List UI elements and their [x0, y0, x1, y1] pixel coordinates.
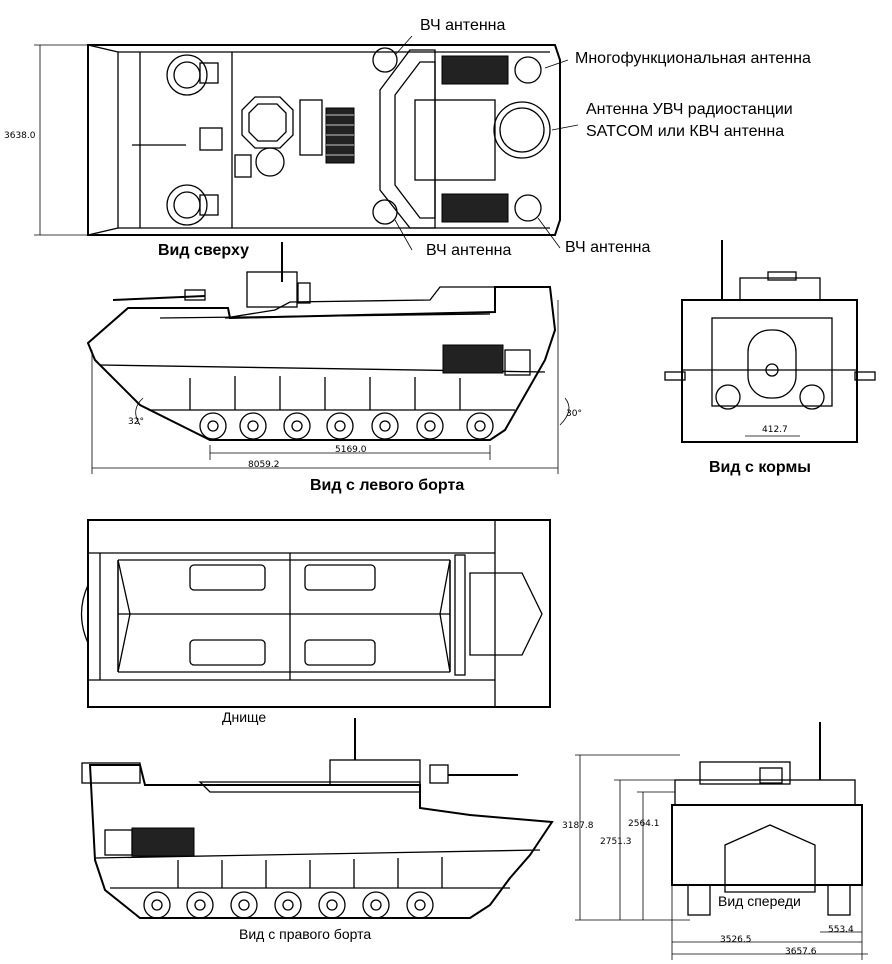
dim-front-width-3: 3657.6 [785, 947, 817, 957]
view-label-rear: Вид с кормы [709, 459, 811, 476]
left-side-view-drawing [86, 242, 570, 474]
dim-height-total: 3187.8 [562, 821, 594, 831]
view-label-left-side: Вид с левого борта [310, 477, 465, 494]
front-view-drawing [575, 722, 868, 960]
dim-rear-width: 412.7 [762, 425, 788, 435]
dim-length: 8059.2 [248, 460, 280, 470]
dim-width-top: 3638.0 [4, 131, 36, 141]
callout-uhf-antenna-line2: SATCOM или КВЧ антенна [586, 123, 785, 140]
dim-angle-front: 32° [128, 417, 144, 427]
view-label-right-side: Вид с правого борта [239, 926, 372, 942]
dim-height-mid: 2751.3 [600, 837, 632, 847]
callout-uhf-antenna-line1: Антенна УВЧ радиостанции [586, 101, 793, 118]
callout-hf-antenna-top: ВЧ антенна [420, 17, 506, 34]
right-side-view-drawing [81, 718, 554, 919]
view-label-front: Вид спереди [718, 893, 801, 909]
dim-front-width-2: 3526.5 [720, 935, 752, 945]
dim-angle-rear: 30° [566, 409, 582, 419]
callout-hf-antenna-bottom-left: ВЧ антенна [426, 242, 512, 259]
dim-height-hull: 2564.1 [628, 819, 660, 829]
top-view-drawing [34, 35, 579, 251]
callout-hf-antenna-bottom-right: ВЧ антенна [565, 239, 651, 256]
view-label-top: Вид сверху [158, 242, 249, 259]
view-label-bottom: Днище [222, 709, 267, 725]
dim-front-width-1: 553.4 [828, 925, 854, 935]
dim-wheelbase: 5169.0 [335, 445, 367, 455]
callout-multifunction-antenna: Многофункциональная антенна [575, 50, 811, 67]
bottom-view-drawing [80, 519, 551, 708]
rear-view-drawing [664, 240, 876, 443]
